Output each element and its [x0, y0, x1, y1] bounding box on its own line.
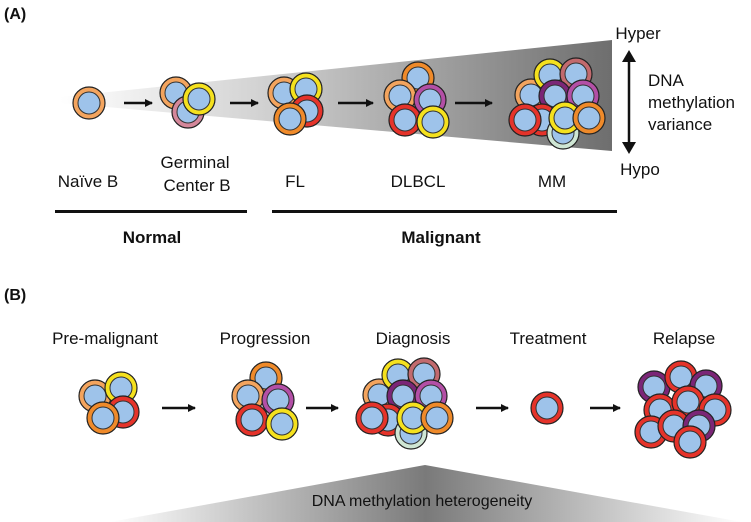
hyper-label: Hyper: [615, 24, 661, 43]
panel-b-label: (B): [4, 287, 27, 304]
diagnosis-cluster-cell-8: [396, 401, 430, 435]
germinal-center-cluster-cell-2: [171, 95, 205, 129]
methylation-variance-wedge: [60, 40, 612, 151]
normal-group-rule: [55, 210, 247, 213]
progression-cluster-cell-4: [235, 403, 269, 437]
treatment-cell-cell-1: [530, 391, 564, 425]
stage-label-diagnosis: Diagnosis: [375, 329, 451, 348]
mm-cluster-cell-10: [508, 103, 542, 137]
relapse-cluster-cell-10: [673, 425, 707, 459]
germinal-center-cluster-cell-3: [182, 82, 216, 116]
pre-malignant-cluster-cell-4: [86, 401, 120, 435]
stage-label-progression: Progression: [219, 329, 311, 348]
diagnosis-cluster-cell-9: [420, 401, 454, 435]
mm-cluster-cell-8: [548, 101, 582, 135]
mm-cluster-cell-9: [572, 101, 606, 135]
stage-label-treatment: Treatment: [509, 329, 587, 348]
heterogeneity-wedge: [110, 465, 742, 522]
hypo-label: Hypo: [620, 160, 660, 179]
diagnosis-cluster-cell-10: [355, 401, 389, 435]
stage-label-dlbcl: DLBCL: [390, 172, 446, 191]
stage-label-fl: FL: [285, 172, 305, 191]
variance-label-line3: variance: [648, 115, 713, 134]
stage-label-mm: MM: [537, 172, 567, 191]
variance-label-line1: DNA: [648, 71, 684, 90]
dlbcl-cluster-cell-4: [388, 103, 422, 137]
pre-malignant-cluster-cell-2: [104, 371, 138, 405]
group-label-malignant: Malignant: [401, 228, 481, 247]
naive-b-cell-cell-1: [72, 86, 106, 120]
group-label-normal: Normal: [122, 228, 182, 247]
stage-label-germinal-line2: Center B: [163, 176, 231, 195]
relapse-cluster-cell-2: [664, 360, 698, 394]
dlbcl-cluster-cell-5: [416, 105, 450, 139]
stage-label-relapse: Relapse: [652, 329, 716, 348]
cell-clusters: [72, 57, 732, 459]
mm-cluster-cell-5: [566, 79, 600, 113]
variance-arrowhead-down: [622, 142, 636, 154]
malignant-group-rule: [272, 210, 617, 213]
fl-cluster-cell-4: [273, 102, 307, 136]
stage-label-pre-malignant: Pre-malignant: [52, 329, 158, 348]
variance-arrowhead-up: [622, 50, 636, 62]
heterogeneity-label: DNA methylation heterogeneity: [311, 493, 533, 510]
stage-label-naive-b: Naïve B: [57, 172, 119, 191]
stage-label-germinal-line1: Germinal: [160, 153, 230, 172]
variance-label-line2: methylation: [648, 93, 735, 112]
panel-a-label: (A): [4, 6, 27, 23]
progression-cluster-cell-5: [265, 407, 299, 441]
